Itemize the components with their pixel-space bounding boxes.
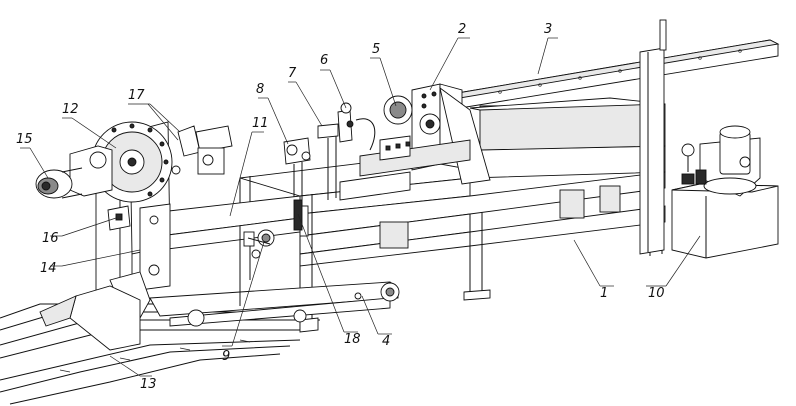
leader-lines: [20, 37, 701, 377]
callout-15: 15: [16, 132, 33, 147]
lower-base: [149, 226, 400, 327]
carriage: [339, 83, 491, 201]
hydraulic-station: [671, 125, 779, 259]
callout-8: 8: [256, 82, 264, 97]
callout-16: 16: [42, 231, 59, 246]
callout-14: 14: [40, 261, 57, 276]
callout-1: 1: [600, 286, 608, 301]
callout-2: 2: [458, 22, 466, 37]
callout-3: 3: [544, 22, 552, 37]
callout-labels: 1 2 3 4 5 6 7 8 9 10 11 12 13 14 15 16 1…: [16, 22, 665, 392]
callout-11: 11: [252, 116, 269, 131]
callout-17: 17: [128, 88, 145, 103]
clamp-assembly: [243, 199, 303, 259]
callout-4: 4: [382, 334, 390, 349]
spine-bar: [159, 195, 301, 251]
callout-18: 18: [344, 332, 361, 347]
callout-12: 12: [62, 102, 79, 117]
callout-10: 10: [648, 286, 665, 301]
top-beam: [438, 19, 780, 255]
callout-6: 6: [320, 53, 328, 68]
callout-5: 5: [372, 42, 380, 57]
headstock: [35, 121, 233, 351]
callout-7: 7: [288, 66, 297, 81]
callout-13: 13: [140, 377, 157, 392]
callout-9: 9: [222, 349, 230, 364]
